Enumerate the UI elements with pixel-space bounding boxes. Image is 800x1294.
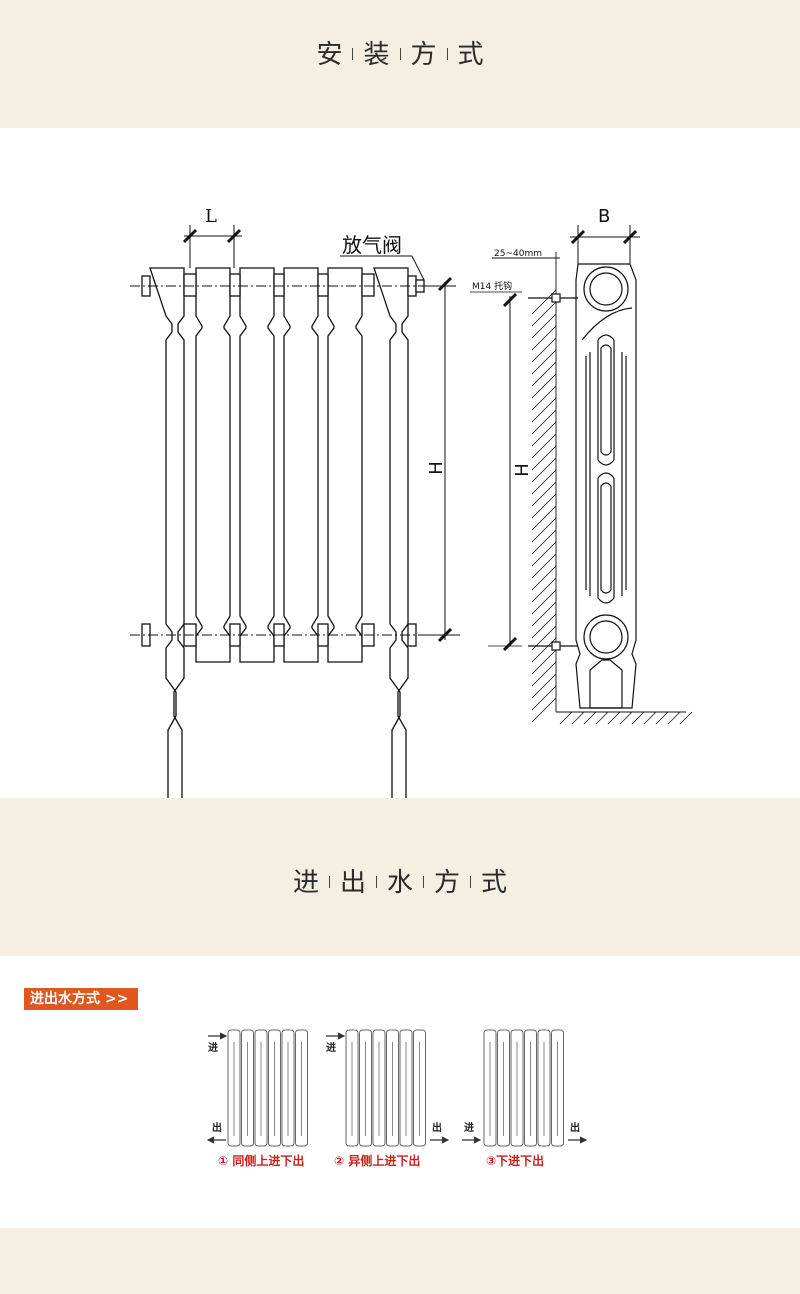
dimension-H-front-label: H — [426, 461, 447, 475]
title-char: 方 — [410, 39, 437, 70]
header-band-top — [0, 0, 800, 128]
divider — [423, 876, 424, 888]
wall-hatch — [531, 325, 557, 351]
floor-hatch — [571, 711, 585, 725]
installation-diagram: L B 放气阀 25~40mm M14 托钩 H H — [130, 206, 693, 798]
wall-hatch — [531, 577, 557, 603]
title-char: 式 — [481, 867, 508, 898]
wall-hatch — [531, 493, 557, 519]
floor-hatch — [559, 711, 573, 725]
outlet-label: 出 — [570, 1121, 580, 1134]
wall-hatch — [531, 433, 557, 459]
section-title-installation: 安 装 方 式 — [0, 30, 800, 74]
wall-hatch — [531, 337, 557, 363]
wall-hatch — [531, 349, 557, 375]
title-char: 出 — [339, 867, 366, 898]
title-char: 方 — [434, 867, 461, 898]
wall-hatch — [531, 553, 557, 579]
wall-hatch — [531, 469, 557, 495]
wall-hatch — [531, 673, 557, 699]
floor-hatch — [583, 711, 597, 725]
wall-hatch — [531, 409, 557, 435]
wall-hatch — [531, 301, 557, 327]
title-char: 装 — [363, 39, 390, 70]
title-char: 安 — [316, 39, 343, 70]
flow-diagrams: 进 出 进 出 进 出 — [206, 1029, 588, 1147]
dimension-H-side-label: H — [512, 463, 533, 477]
flow-caption-2: ② 异侧上进下出 — [334, 1154, 421, 1168]
title-char: 进 — [292, 867, 319, 898]
bracket-label: M14 托钩 — [472, 280, 512, 292]
floor-hatch — [655, 711, 669, 725]
divider — [352, 48, 354, 60]
radiator-side-view — [470, 225, 693, 725]
divider — [399, 48, 401, 60]
wall-hatch — [531, 685, 557, 711]
inlet-label: 进 — [326, 1041, 336, 1054]
wall-hatch — [531, 517, 557, 543]
inlet-label: 进 — [208, 1041, 218, 1054]
radiator-front-view — [141, 267, 425, 798]
inlet-label: 进 — [464, 1121, 474, 1134]
water-flow-tag: 进出水方式 >> — [24, 988, 138, 1010]
wall-hatch — [531, 697, 557, 723]
flow-diagram-3 — [483, 1029, 564, 1147]
wall-hatch — [531, 397, 557, 423]
wall-hatch — [531, 613, 557, 639]
outlet-label: 出 — [212, 1121, 222, 1134]
section-title-water-flow: 进 出 水 方 式 — [0, 858, 800, 902]
dimension-B-label: B — [598, 206, 610, 227]
wall-hatch — [531, 541, 557, 567]
wall-hatch — [531, 445, 557, 471]
floor-hatch — [595, 711, 609, 725]
wall-hatch — [531, 601, 557, 627]
header-band-middle — [0, 798, 800, 956]
floor-hatch — [667, 711, 681, 725]
floor-hatch — [619, 711, 633, 725]
wall-hatch — [531, 421, 557, 447]
wall-hatch — [531, 361, 557, 387]
wall-hatch — [531, 565, 557, 591]
floor-hatch — [679, 711, 693, 725]
floor-hatch — [643, 711, 657, 725]
dimension-L-label: L — [205, 206, 217, 227]
wall-hatch — [531, 661, 557, 687]
wall-hatch — [531, 589, 557, 615]
floor-hatch — [631, 711, 645, 725]
wall-hatch — [531, 505, 557, 531]
divider — [446, 48, 448, 60]
floor-hatch — [607, 711, 621, 725]
divider — [470, 876, 472, 888]
title-char: 水 — [386, 867, 413, 898]
divider — [328, 876, 330, 888]
wall-hatch — [531, 313, 557, 339]
wall-hatch — [531, 481, 557, 507]
outlet-label: 出 — [432, 1121, 442, 1134]
gap-label: 25~40mm — [494, 249, 542, 259]
wall-hatch — [531, 373, 557, 399]
footer-band — [0, 1228, 800, 1294]
wall-hatch — [531, 649, 557, 675]
wall-hatch — [531, 529, 557, 555]
title-char: 式 — [457, 39, 484, 70]
vent-valve-label: 放气阀 — [342, 233, 402, 257]
flow-diagram-1 — [227, 1029, 308, 1147]
wall-hatch — [531, 385, 557, 411]
flow-caption-1: ① 同侧上进下出 — [218, 1154, 305, 1168]
divider — [375, 876, 377, 888]
flow-caption-3: ③下进下出 — [486, 1154, 545, 1168]
flow-diagram-2 — [345, 1029, 426, 1147]
wall-hatch — [531, 457, 557, 483]
